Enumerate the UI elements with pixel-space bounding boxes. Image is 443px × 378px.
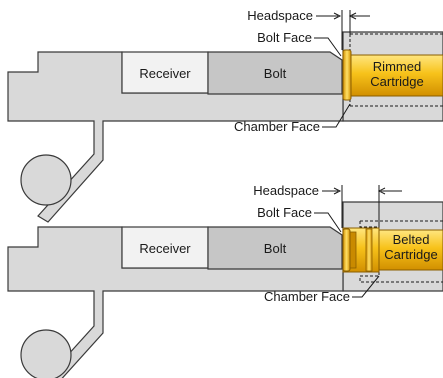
rimmed-cartridge-label-2: Cartridge [370,74,423,89]
rimmed-assembly: Receiver Bolt Rimmed Cartridge Headspace… [7,8,443,223]
rimmed-chamber-face-label: Chamber Face [234,119,320,134]
rimmed-cartridge [342,49,443,101]
rimmed-receiver-channel [121,51,209,94]
belted-cartridge-label-1: Belted [393,232,430,247]
belted-receiver-label: Receiver [139,241,191,256]
rimmed-bolt-label: Bolt [264,66,287,81]
belted-bolt-face-label: Bolt Face [257,205,312,220]
rimmed-bolt-knob [20,154,72,206]
belted-chamber-outline [359,220,443,283]
rimmed-chamber-face-leader [322,103,351,128]
belted-receiver-channel [121,226,209,269]
rimmed-bolt-face-leader [314,37,342,57]
belted-cartridge-ring [365,228,373,272]
belted-headspace-arrowhead-right [377,187,386,195]
rimmed-cartridge-label-1: Rimmed [373,59,421,74]
rimmed-headspace-arrowhead-right [348,12,357,20]
belted-bolt-label: Bolt [264,241,287,256]
belted-headspace-arrowhead-left [333,187,342,195]
belted-cartridge [342,227,443,273]
belted-assembly: Receiver Bolt Belted Cartridge Headspace… [7,183,443,378]
belted-cartridge-rim [342,228,351,272]
rimmed-headspace-arrowhead-left [333,12,342,20]
belted-cartridge-label-2: Cartridge [384,247,437,262]
rimmed-headspace-label: Headspace [247,8,313,23]
belted-headspace-label: Headspace [253,183,319,198]
belted-chamber-face-leader [352,275,380,298]
belted-receiver [7,226,344,378]
belted-bolt-knob [20,329,72,378]
rimmed-receiver-label: Receiver [139,66,191,81]
belted-cartridge-extractor-groove [349,231,357,269]
rimmed-cartridge-rim [342,49,352,101]
belted-cartridge-body [377,229,443,271]
rimmed-cartridge-body [349,54,443,97]
belted-bolt-face-leader [314,212,342,233]
belted-chamber-face-label: Chamber Face [264,289,350,304]
rimmed-bolt [207,51,343,95]
rimmed-bolt-face-label: Bolt Face [257,30,312,45]
belted-bolt [207,226,343,270]
